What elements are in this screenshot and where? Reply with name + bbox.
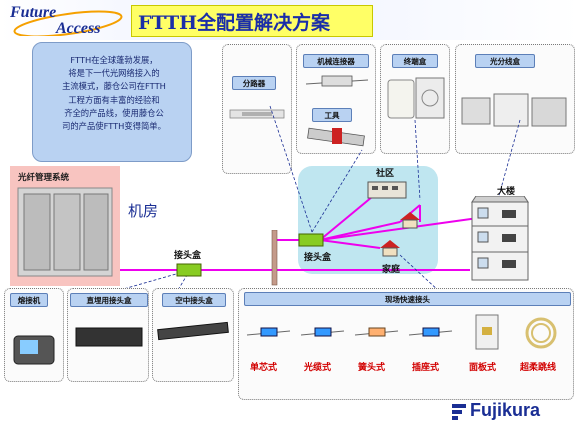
home-icon [380,240,400,257]
field-item-3-image [354,327,399,337]
field-item-3-label: 簧头式 [358,363,386,373]
mech-connector-label: 机械连接器 [303,54,369,68]
house-icon [400,212,420,229]
field-item-5-image [475,314,499,350]
fiber-box-label: 光分线盒 [475,54,535,68]
fiber-mgmt-label: 光纤管理系统 [18,173,70,183]
community-building-icon [367,181,407,199]
field-item-1-image [246,327,291,337]
splitter-image [229,109,285,119]
field-item-6-image [525,317,557,349]
fusion-splicer-label: 熔接机 [10,293,48,307]
title-bar [131,5,373,37]
intro-panel [32,42,192,162]
splice-box-center-label: 接头盒 [304,253,332,263]
field-item-6-label: 超柔跳线 [520,363,557,373]
fiber-mgmt-cabinet [17,187,113,277]
fujikura-logo-icon [452,404,466,420]
field-item-2-label: 光缆式 [304,363,332,373]
community-label: 社区 [376,169,395,179]
fiber-box-image [461,93,567,127]
page-title: FTTH全配置解决方案 [138,12,331,34]
building-icon [471,196,529,281]
splice-pole [271,230,278,286]
terminal-box-image [387,77,445,119]
field-connector-label: 现场快速接头 [244,292,571,306]
fusion-splicer-image [13,335,55,365]
tool-label: 工具 [312,108,352,122]
splice-box-center-icon [298,233,324,247]
logo-word-access: Access [55,20,100,36]
direct-splice-image [75,327,143,347]
direct-splice-label: 直埋用接头盒 [70,293,148,307]
home-label: 家庭 [382,265,401,275]
intro-text: FTTH在全球蓬勃发展， 将是下一代光网络接入的 主流模式，藤仓公司在FTTH … [62,55,166,132]
splitter-label: 分路器 [232,76,276,90]
tool-image [307,127,365,147]
brand-name: Fujikura [470,400,541,420]
aerial-splice-label: 空中接头盒 [162,293,226,307]
field-item-5-label: 面板式 [469,363,497,373]
aerial-splice-image [157,321,229,341]
field-item-1-label: 单芯式 [250,363,278,373]
future-access-logo: Future Access [9,4,123,36]
splice-box-left-icon [176,263,202,277]
field-item-2-image [300,327,345,337]
splice-box-left-label: 接头盒 [174,251,202,261]
splitter-panel [222,44,292,174]
logo-word-future: Future [9,4,56,21]
field-connector-panel [238,288,574,400]
field-item-4-label: 插座式 [412,363,440,373]
building-label: 大楼 [497,187,516,197]
terminal-box-label: 终端盒 [392,54,438,68]
field-item-4-image [408,327,453,337]
mech-connector-image [305,75,369,87]
machine-room-label: 机房 [128,202,159,220]
